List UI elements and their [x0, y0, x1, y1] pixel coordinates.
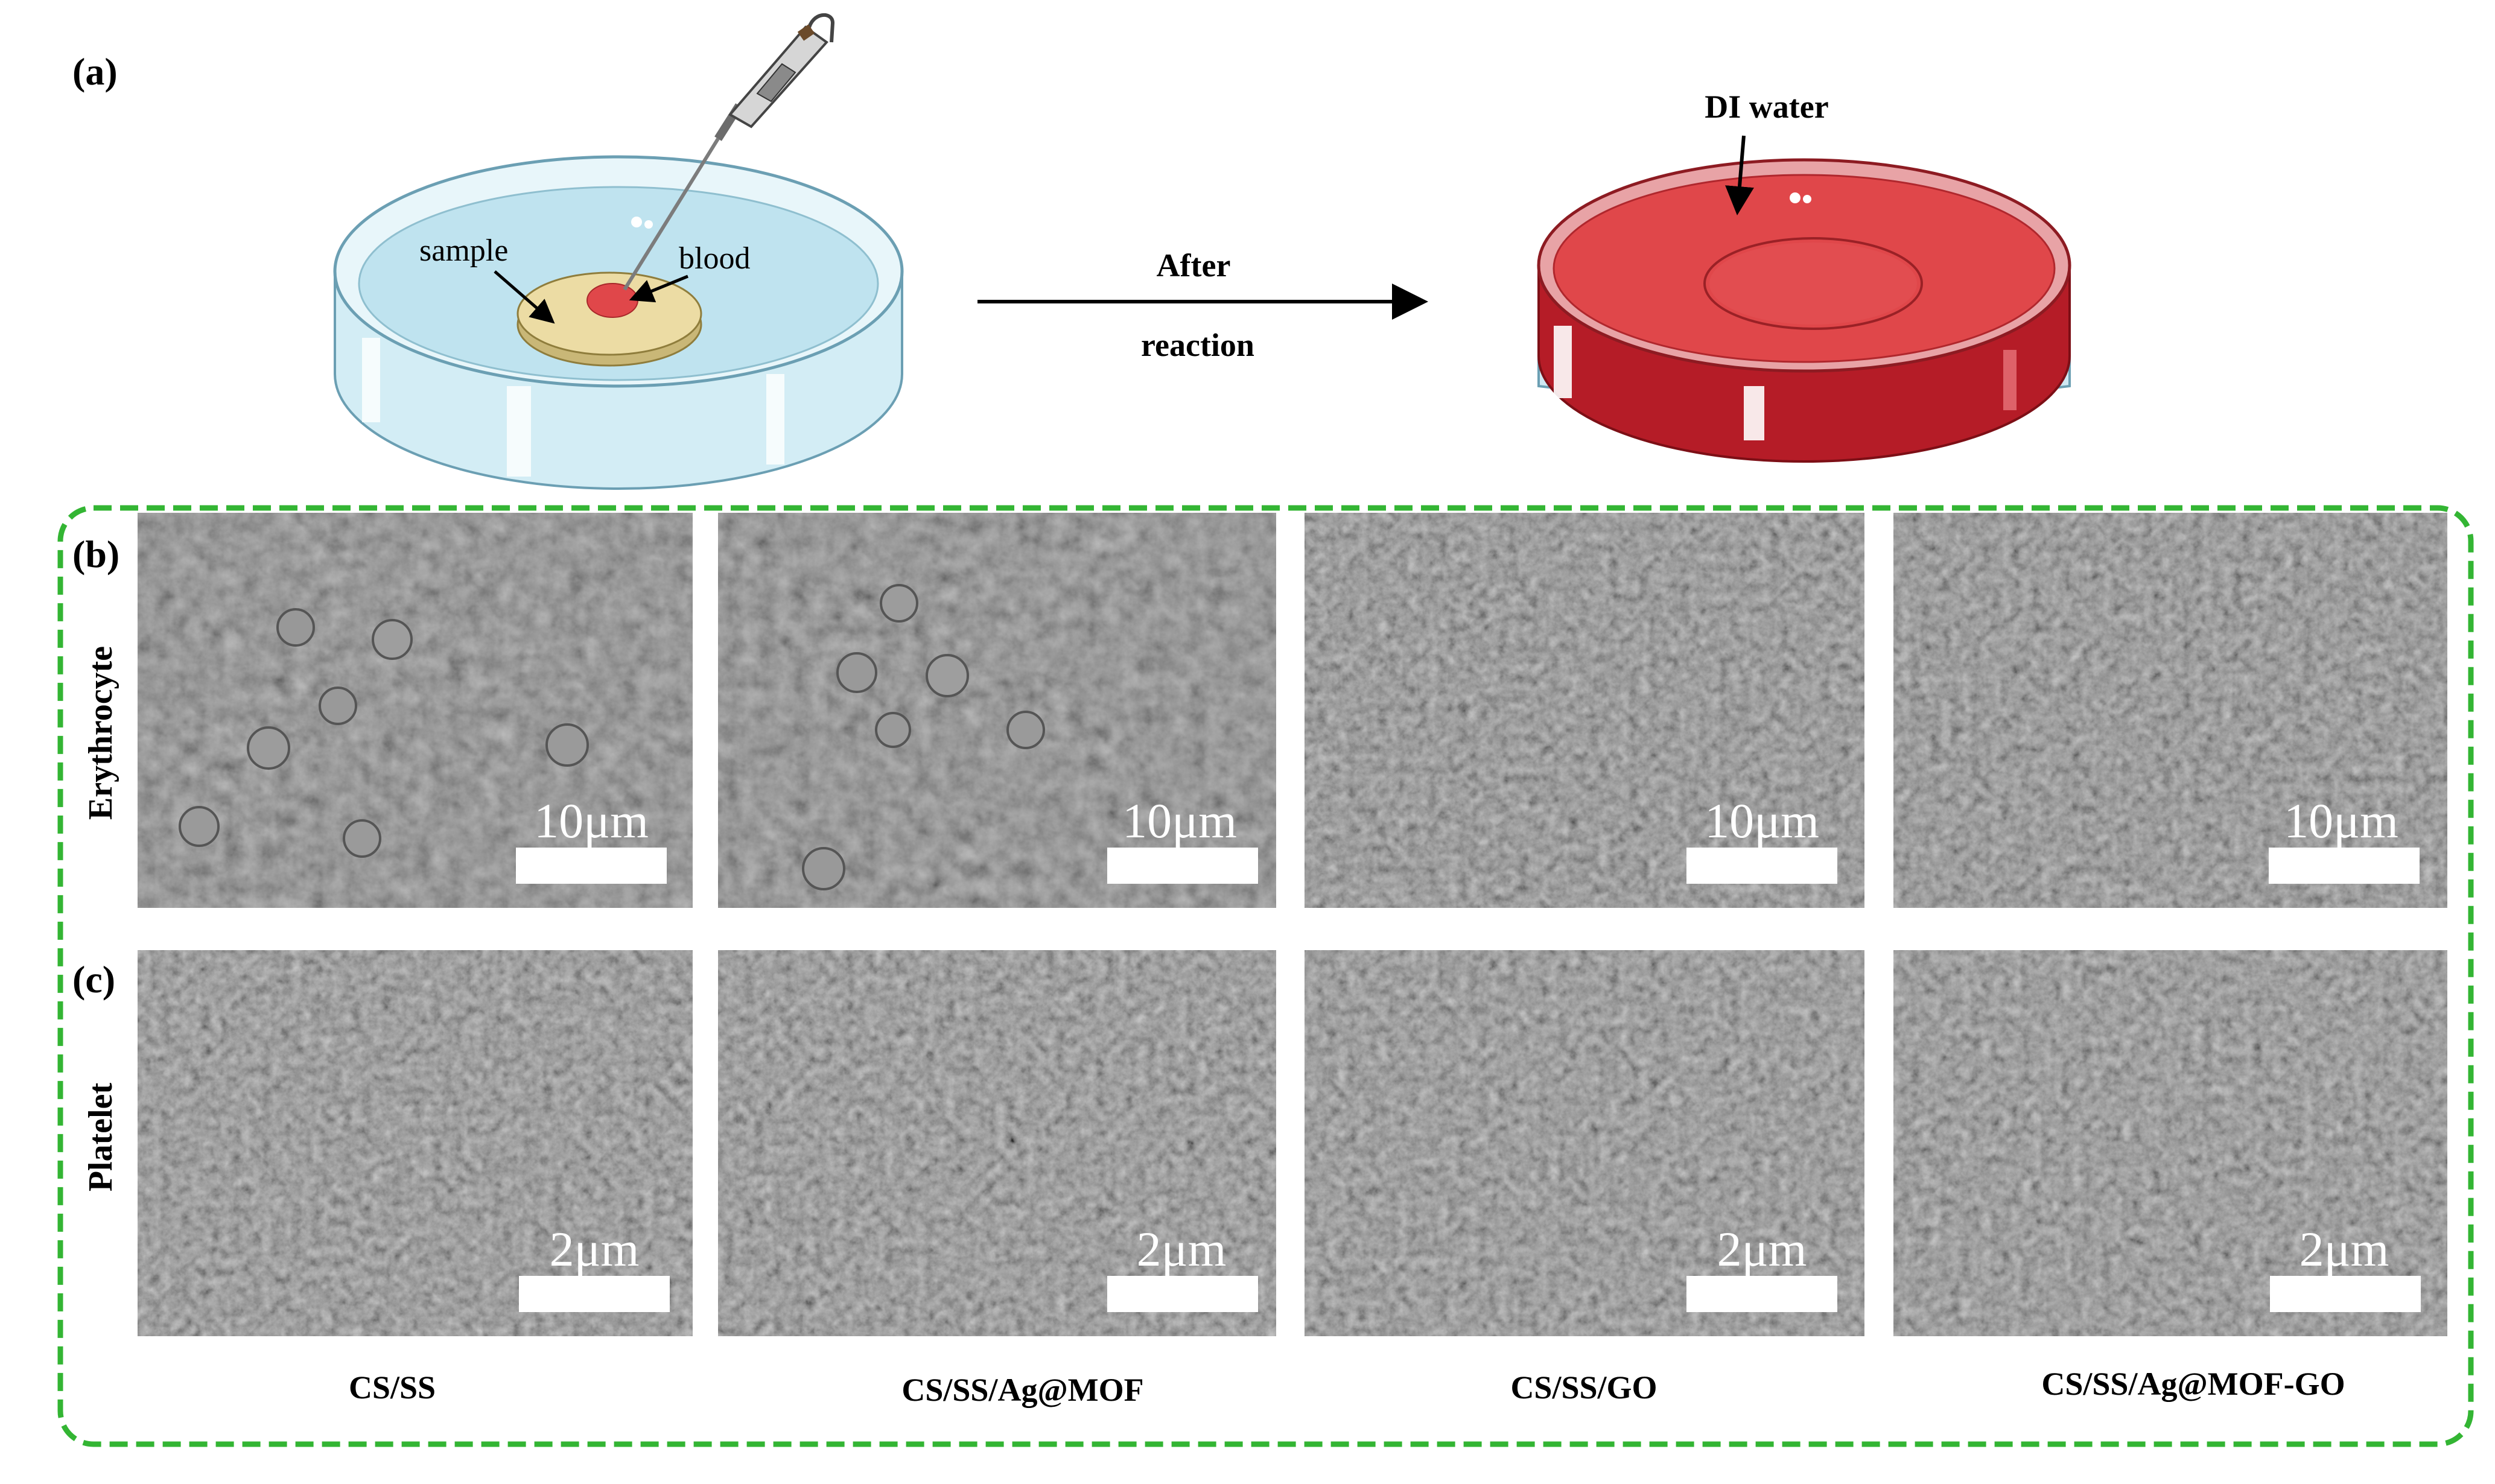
sample-label: sample: [419, 233, 508, 268]
scale-bar-platelet-4: 2μm: [2270, 1222, 2421, 1312]
sem-platelet-2: [718, 950, 1276, 1336]
scale-label: 2μm: [550, 1222, 640, 1276]
sample-arrow: [494, 270, 555, 324]
scale-label: 2μm: [1137, 1222, 1227, 1276]
scale-bar-platelet-3: 2μm: [1686, 1222, 1837, 1312]
panel-b-label: (b): [72, 533, 119, 576]
scale-label: 2μm: [1717, 1222, 1807, 1276]
panel-a-label: (a): [72, 50, 118, 93]
scale-bar-platelet-1: 2μm: [519, 1222, 670, 1312]
scale-bar-platelet-2: 2μm: [1107, 1222, 1258, 1312]
scale-bar-erythrocyte-4: 10μm: [2269, 793, 2420, 884]
pipette-icon: [623, 13, 835, 291]
arrow-label-top: After: [1157, 247, 1231, 284]
scale-bar-erythrocyte-3: 10μm: [1686, 793, 1837, 884]
scale-bar-erythrocyte-2: 10μm: [1107, 793, 1258, 884]
sem-platelet-4: [1893, 950, 2447, 1336]
sem-erythrocyte-1: [138, 513, 693, 908]
blood-label: blood: [679, 241, 750, 276]
sem-platelet-3: [1305, 950, 1864, 1336]
column-label-cs-ss-go: CS/SS/GO: [1510, 1369, 1657, 1406]
sem-erythrocyte-3: [1305, 513, 1864, 908]
scale-label: 10μm: [1122, 793, 1237, 848]
scale-label: 2μm: [2300, 1222, 2389, 1276]
petri-dish-with-sample: [333, 155, 904, 490]
column-label-cs-ss-ag-mof-go: CS/SS/Ag@MOF-GO: [2041, 1366, 2345, 1402]
panel-frame: [57, 505, 2474, 1447]
sem-erythrocyte-2: [718, 513, 1276, 908]
column-label-cs-ss: CS/SS: [349, 1369, 436, 1406]
row-label-erythrocyte: Erythrocyte: [82, 646, 119, 820]
scale-label: 10μm: [2284, 793, 2398, 848]
petri-dish-after-reaction: [1537, 158, 2071, 463]
row-label-platelet: Platelet: [82, 1082, 119, 1191]
column-label-cs-ss-ag-mof: CS/SS/Ag@MOF: [901, 1372, 1143, 1408]
water-label: DI water: [1705, 89, 1828, 125]
panel-c-label: (c): [72, 958, 115, 1001]
scale-label: 10μm: [534, 793, 649, 848]
blood-arrow: [629, 274, 688, 303]
scale-bar-erythrocyte-1: 10μm: [516, 793, 667, 884]
water-arrow: [1725, 135, 1754, 215]
scale-label: 10μm: [1705, 793, 1819, 848]
sem-platelet-1: [138, 950, 693, 1336]
arrow-label-bottom: reaction: [1141, 327, 1254, 363]
sem-erythrocyte-4: [1893, 513, 2447, 908]
